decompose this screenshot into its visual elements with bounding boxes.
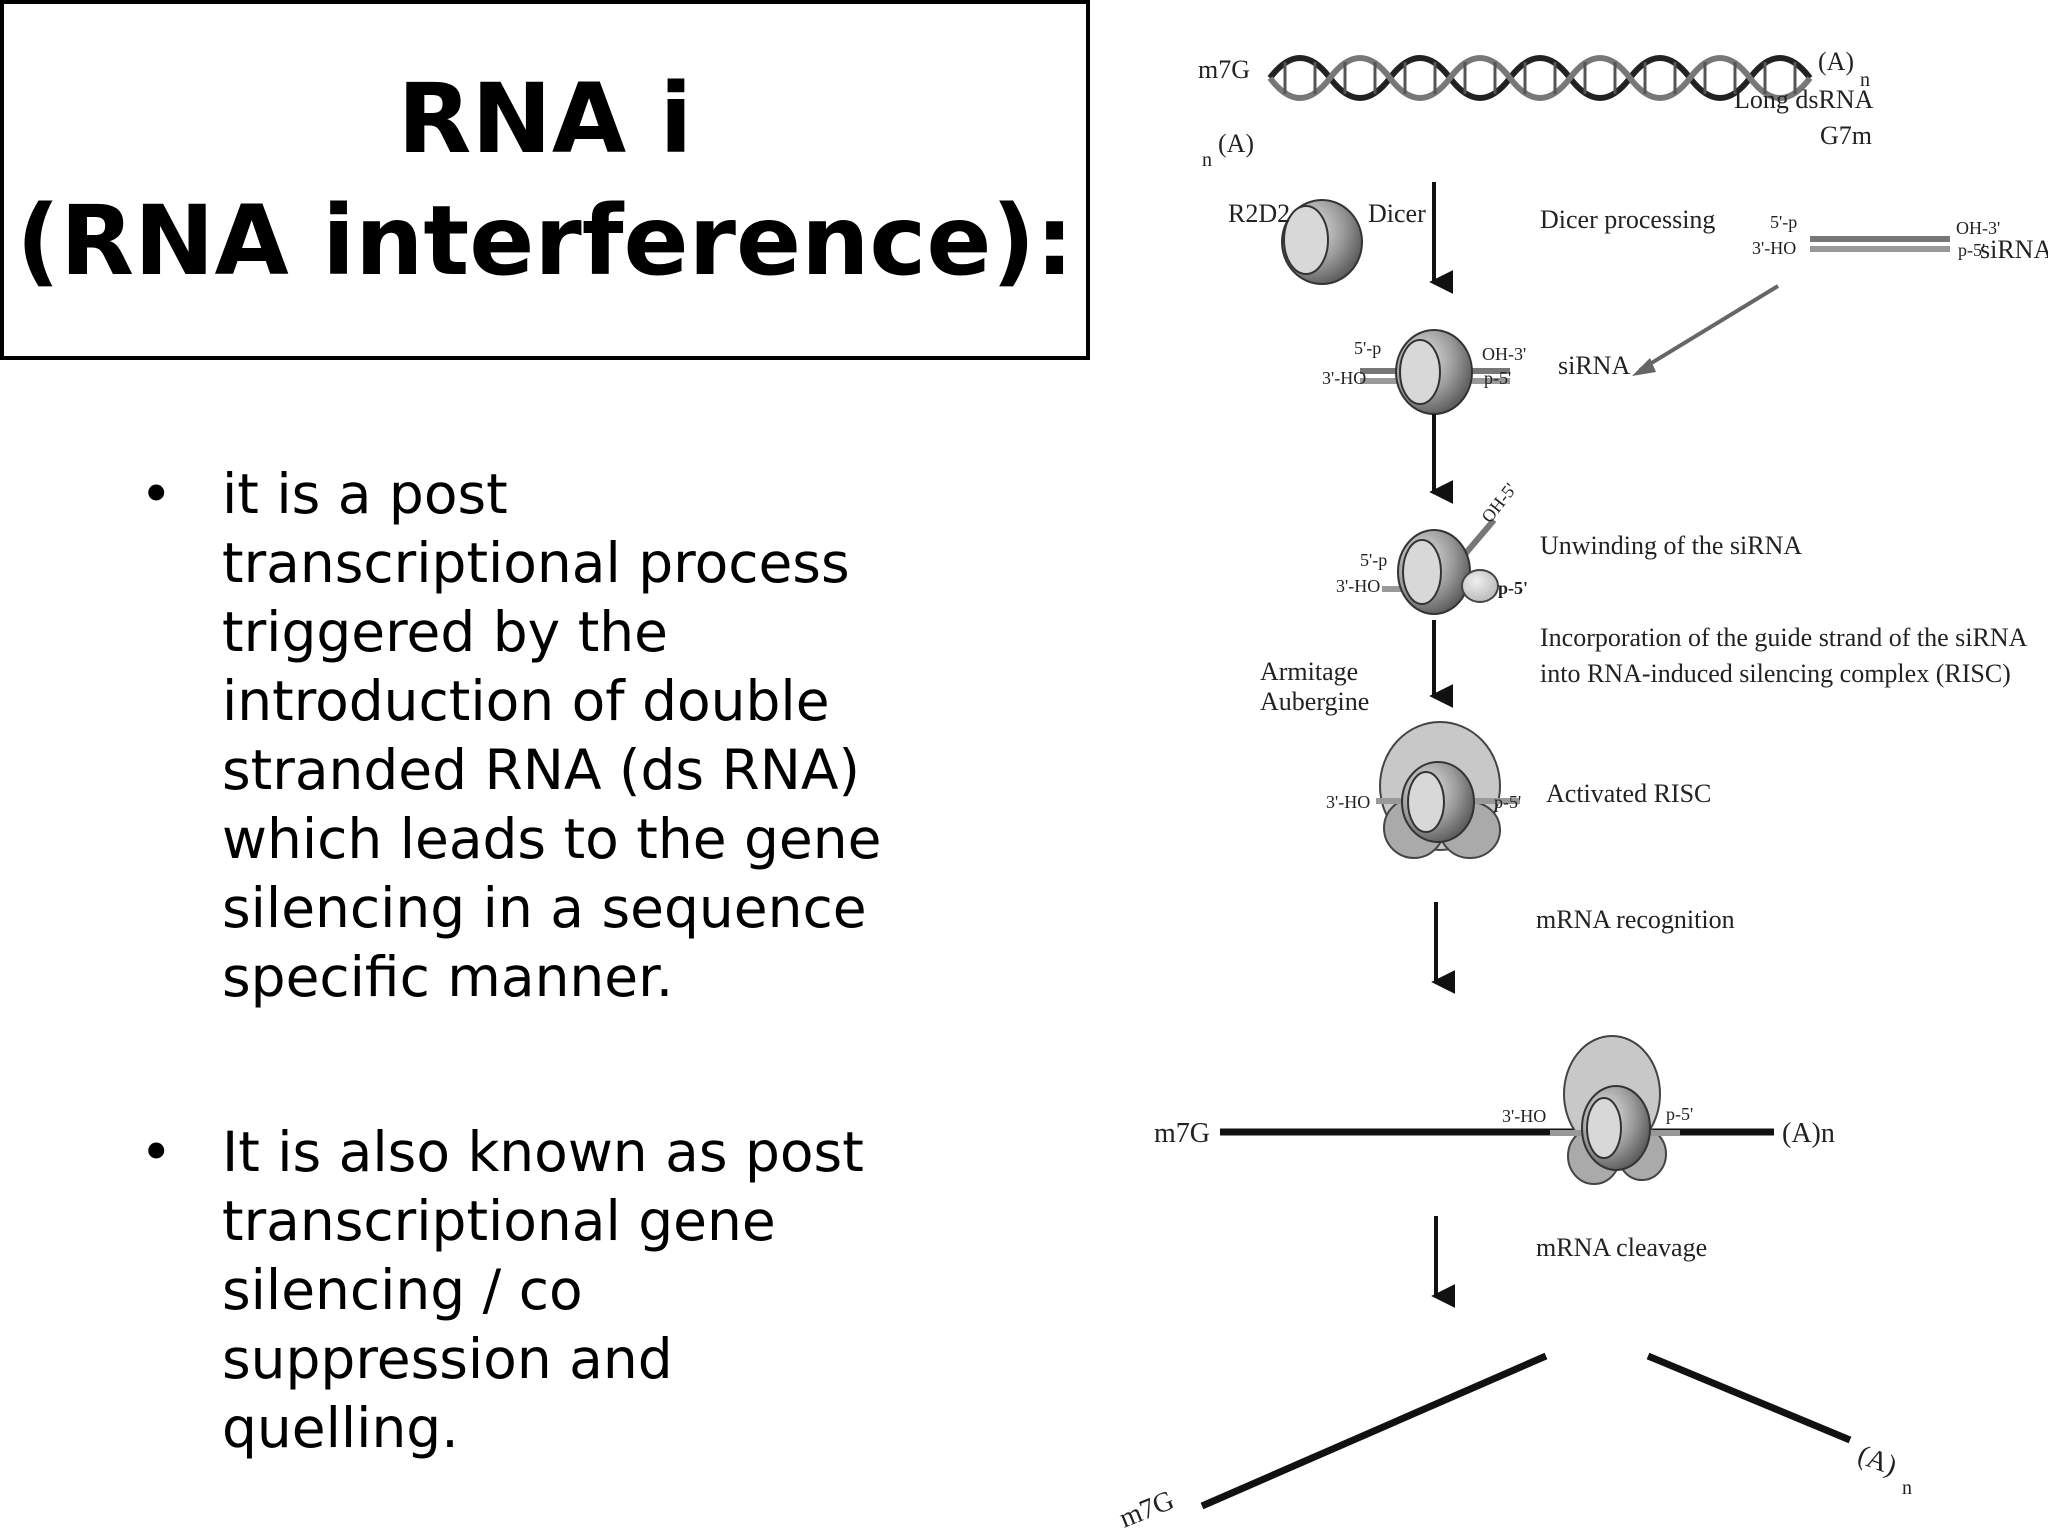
bullet-text-definition: it is a post transcriptional process tri… xyxy=(222,462,882,1009)
activated-risc xyxy=(1376,721,1520,859)
unwinding-p5: p-5' xyxy=(1498,578,1528,598)
unwinding-step-label: Unwinding of the siRNA xyxy=(1540,531,1802,560)
title-box: RNA i (RNA interference): xyxy=(0,0,1090,360)
dsrna-label: Long dsRNA xyxy=(1734,85,1874,114)
sirna-free-5p: 5'-p xyxy=(1770,212,1797,232)
risc-3ho: 3'-HO xyxy=(1326,792,1370,812)
sirna-free-oh3: OH-3' xyxy=(1956,218,2000,238)
mrna-cleavage-label: mRNA cleavage xyxy=(1536,1233,1707,1262)
sirna-bound-5p: 5'-p xyxy=(1354,338,1381,358)
unwinding-5p: 5'-p xyxy=(1360,550,1387,570)
slide-title-line-1: RNA i xyxy=(397,63,693,175)
mrna-recognition-label: mRNA recognition xyxy=(1536,905,1735,934)
bullet-item-definition: • it is a post transcriptional process t… xyxy=(140,460,960,1012)
dicer-protein xyxy=(1281,199,1363,285)
mrna-p5: p-5' xyxy=(1666,1104,1693,1124)
sirna-bound-oh3: OH-3' xyxy=(1482,344,1526,364)
mrna-3ho: 3'-HO xyxy=(1502,1106,1546,1126)
cleaved-fragment-3prime xyxy=(1646,1352,1852,1444)
slide-title-line-2: (RNA interference): xyxy=(16,185,1074,297)
cleaved-a-sub: n xyxy=(1902,1477,1912,1499)
sirna-bound-3ho: 3'-HO xyxy=(1322,368,1366,388)
dsrna-a-top: (A) xyxy=(1818,47,1854,76)
dsrna-helix xyxy=(1267,55,1813,101)
bullet-text-aliases: It is also known as post transcriptional… xyxy=(222,1120,864,1460)
unwinding-complex xyxy=(1382,518,1499,615)
dsrna-a-top-sub: n xyxy=(1860,69,1870,91)
dsrna-a-bottom: (A) xyxy=(1218,129,1254,158)
r2d2-label: R2D2 xyxy=(1228,199,1290,228)
mrna-an: (A)n xyxy=(1782,1118,1835,1149)
sirna-bound-p5: p-5' xyxy=(1484,368,1511,388)
activated-risc-label: Activated RISC xyxy=(1546,779,1711,808)
aubergine-label: Aubergine xyxy=(1260,687,1369,716)
mrna-m7g: m7G xyxy=(1154,1118,1210,1149)
bullet-item-aliases: • It is also known as post transcription… xyxy=(140,1118,960,1463)
dicer-label: Dicer xyxy=(1368,199,1426,228)
dsrna-m7g-top: m7G xyxy=(1198,55,1250,84)
dicer-processing-label: Dicer processing xyxy=(1540,205,1715,234)
incorporation-line-2: into RNA-induced silencing complex (RISC… xyxy=(1540,659,2011,688)
sirna-free-label: siRNA xyxy=(1980,235,2048,264)
sirna-free-p5: p-5' xyxy=(1958,240,1985,260)
risc-p5: p-5' xyxy=(1494,792,1521,812)
unwinding-oh5: OH-5' xyxy=(1477,479,1520,526)
arrow-sirna-incoming xyxy=(1638,284,1780,372)
bullet-marker: • xyxy=(140,1120,173,1184)
rnai-pathway-diagram: m7G (A) n n (A) G7m Long dsRNA R2D2 Dice… xyxy=(1115,47,2048,1535)
dsrna-g7m: G7m xyxy=(1820,121,1872,150)
dsrna-a-bottom-sub: n xyxy=(1202,149,1212,171)
cleaved-a: (A) xyxy=(1854,1439,1901,1481)
cleaved-m7g: m7G xyxy=(1115,1485,1179,1535)
sirna-duplex-free xyxy=(1810,236,1950,252)
bullet-marker: • xyxy=(140,462,173,526)
unwinding-3ho: 3'-HO xyxy=(1336,576,1380,596)
risc-on-mrna xyxy=(1550,1035,1680,1185)
arrow-sirna-incoming-head xyxy=(1632,358,1656,376)
bullet-list: • it is a post transcriptional process t… xyxy=(140,460,960,1463)
cleaved-fragment-5prime xyxy=(1200,1352,1548,1510)
incorporation-line-1: Incorporation of the guide strand of the… xyxy=(1540,623,2028,652)
armitage-label: Armitage xyxy=(1260,657,1358,686)
sirna-free-3ho: 3'-HO xyxy=(1752,238,1796,258)
sirna-bound-label: siRNA xyxy=(1558,351,1630,380)
